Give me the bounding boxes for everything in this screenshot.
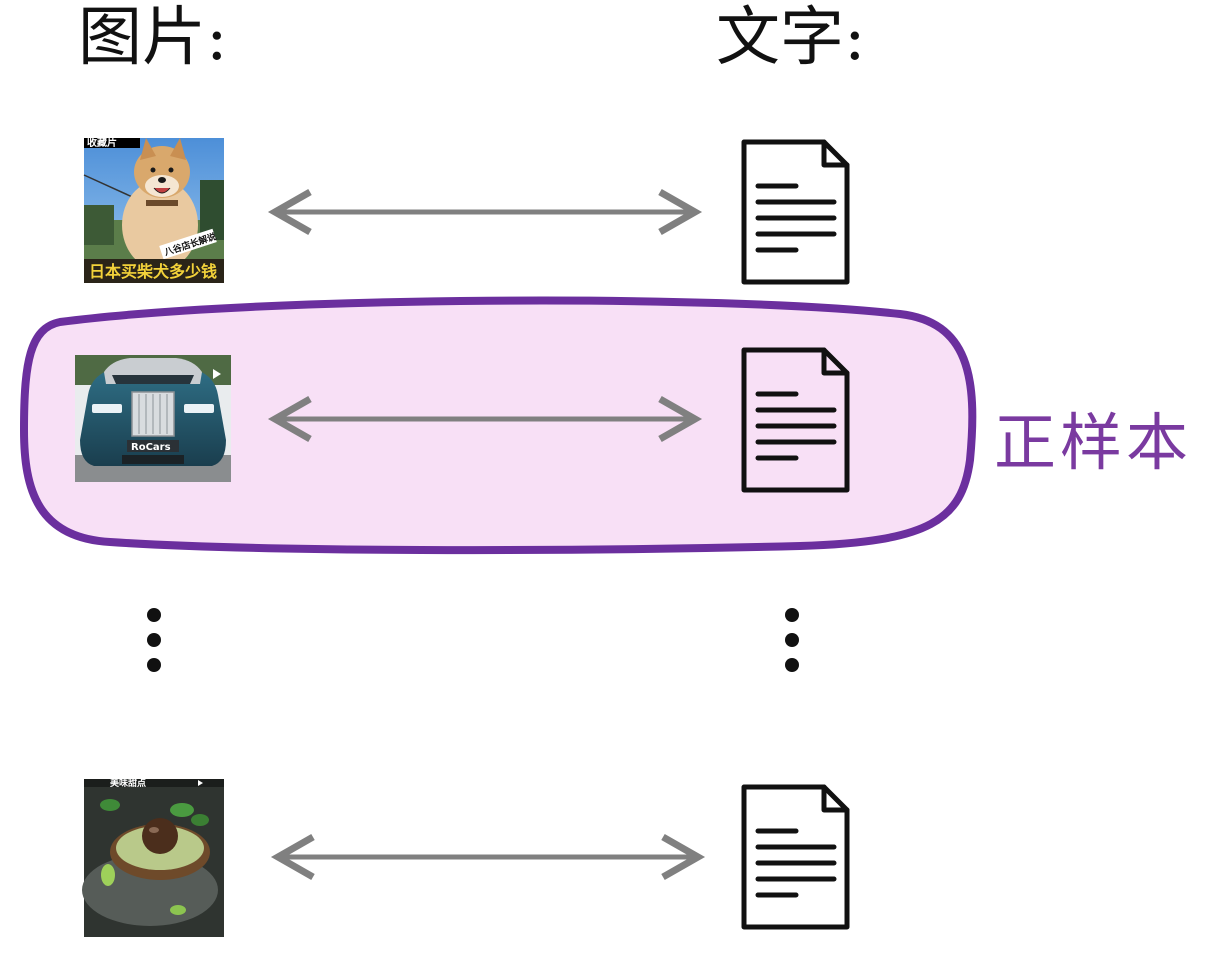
rolls-royce-thumbnail: RoCars <box>75 355 231 482</box>
document-icon <box>741 139 850 285</box>
car-plate-text: RoCars <box>131 442 171 453</box>
positive-sample-label: 正样本 <box>994 406 1193 479</box>
play-icon <box>213 369 221 379</box>
shiba-dog-thumbnail: 收藏片 八谷店长解说 日本买柴犬多少钱 <box>83 136 224 283</box>
ellipsis-texts <box>785 608 799 672</box>
shiba-top-caption: 收藏片 <box>87 136 117 149</box>
images-column-heading: 图片: <box>78 1 228 75</box>
ellipsis-images <box>147 608 161 672</box>
avocado-dessert-thumbnail: 美味甜点 <box>82 777 224 937</box>
play-icon-dessert <box>198 780 203 786</box>
dessert-top-caption: 美味甜点 <box>110 777 146 789</box>
document-icon <box>741 784 850 930</box>
shiba-caption: 日本买柴犬多少钱 <box>89 262 217 281</box>
texts-column-heading: 文字: <box>716 1 866 75</box>
document-icon <box>741 347 850 493</box>
